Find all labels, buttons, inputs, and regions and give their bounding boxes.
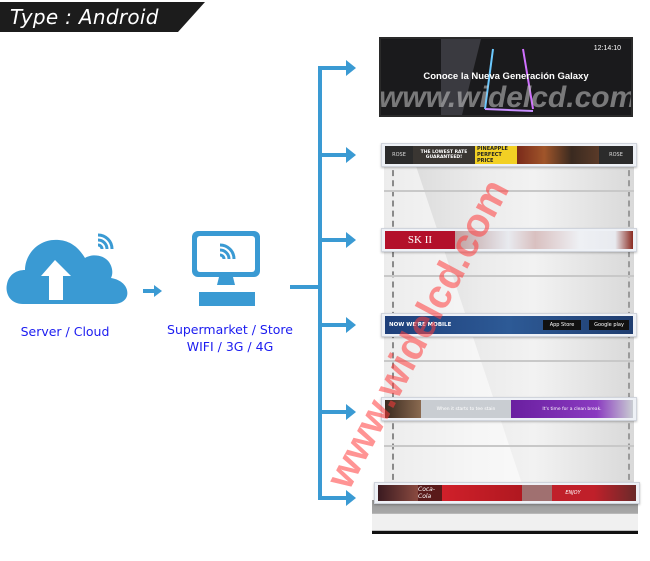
shelf-display-5: Coca-Cola ENJOY [374,482,640,504]
shelf-display-2: SK II [381,228,637,252]
screen-headline: Conoce la Nueva Generación Galaxy [423,71,589,82]
segment: NOW WE'RE MOBILE [389,322,452,328]
cloud-upload-wifi-icon [5,228,130,308]
banner-background [0,2,205,32]
segment: SK II [385,231,455,249]
app-store-badge: App Store [543,320,581,330]
store-label-line2: WIFI / 3G / 4G [186,339,274,354]
store-label-line1: Supermarket / Store [167,322,293,337]
shelf-display-4: When it starts to tee stain It's time fo… [381,397,637,421]
distribution-connector [290,60,356,506]
samsung-stretched-display: 12:14:10 Conoce la Nueva Generación Gala… [379,37,633,117]
segment: ROSE [385,146,413,164]
store-label: Supermarket / Store WIFI / 3G / 4G [160,321,300,355]
segment: It's time for a clean break. [511,400,633,418]
segment: PINEAPPLE PERFECT PRICE [475,146,517,164]
banner-title: Type : Android [10,5,159,29]
segment: ENJOY [552,485,594,501]
watermark-gray: www.widelcd.com [379,81,633,114]
segment: ROSE [599,146,633,164]
phone-graphic [441,39,534,115]
shelf-base [372,500,638,534]
arrow-right-icon [143,282,163,301]
shelf-display-3: NOW WE'RE MOBILE App Store Google play [381,313,637,337]
segment: Coca-Cola [418,485,442,501]
monitor-wifi-icon [191,230,263,308]
type-banner: Type : Android [0,2,205,32]
segment: When it starts to tee stain [421,400,511,418]
server-cloud-label: Server / Cloud [20,324,110,339]
google-play-badge: Google play [589,320,629,330]
segment: THE LOWEST RATE GUARANTEED! [413,146,475,164]
shelf-display-1: ROSE THE LOWEST RATE GUARANTEED! PINEAPP… [381,143,637,167]
screen-clock: 12:14:10 [593,45,621,52]
